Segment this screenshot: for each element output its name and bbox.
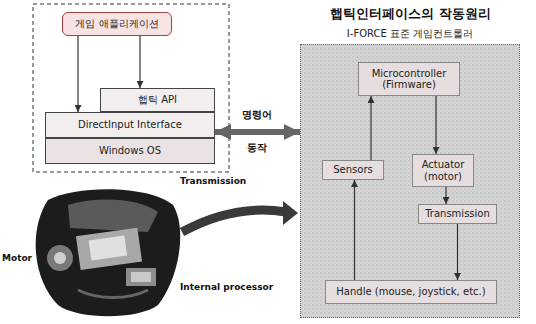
- box-text: 게임 애플리케이션: [75, 18, 158, 30]
- diagram-title: 햅틱인터페이스의 작동원리: [330, 5, 491, 23]
- part-name: Internal processor: [180, 282, 273, 292]
- api-layer: 햅틱 API: [100, 88, 215, 112]
- flow-arrow: [77, 36, 78, 112]
- controller-region: I-FORCE 표준 게임컨트롤러 Microcontroller (Firmwa…: [300, 28, 520, 318]
- box-text: Microcontroller (Firmware): [363, 68, 455, 91]
- box-text: DirectInput Interface: [78, 119, 182, 131]
- flow-arrow: [370, 96, 371, 160]
- part-name: Motor: [2, 253, 32, 263]
- app-box: 게임 애플리케이션: [62, 12, 172, 36]
- mouse-photo: [36, 189, 181, 316]
- signal-arrow: [215, 129, 300, 135]
- flow-arrow: [457, 224, 458, 280]
- controller-ground: [300, 44, 520, 318]
- box-text: 햅틱 API: [138, 94, 177, 106]
- box-text: Sensors: [333, 164, 373, 176]
- command-label: 명령어: [242, 108, 272, 122]
- flow-arrow: [445, 187, 446, 204]
- transmission-arrow: [182, 201, 298, 232]
- interface-layer: DirectInput Interface: [45, 112, 215, 138]
- os-layer: Windows OS: [45, 138, 215, 164]
- flow-arrow: [139, 36, 140, 88]
- box-text: Handle (mouse, joystick, etc.): [336, 286, 485, 298]
- box-text: Actuator (motor): [417, 159, 469, 182]
- transmission-box: Transmission: [418, 204, 497, 224]
- flow-arrow: [435, 96, 436, 154]
- actuator-box: Actuator (motor): [412, 154, 474, 187]
- box-text: Transmission: [425, 208, 490, 220]
- box-text: Windows OS: [99, 145, 161, 157]
- part-name: Transmission: [180, 176, 246, 186]
- sensor-box: Sensors: [322, 160, 384, 180]
- action-label: 동작: [247, 141, 267, 155]
- firmware-box: Microcontroller (Firmware): [358, 62, 460, 96]
- handle-box: Handle (mouse, joystick, etc.): [325, 280, 497, 304]
- flow-arrow: [354, 180, 355, 280]
- region-heading: I-FORCE 표준 게임컨트롤러: [300, 28, 520, 40]
- software-frame: [33, 4, 229, 172]
